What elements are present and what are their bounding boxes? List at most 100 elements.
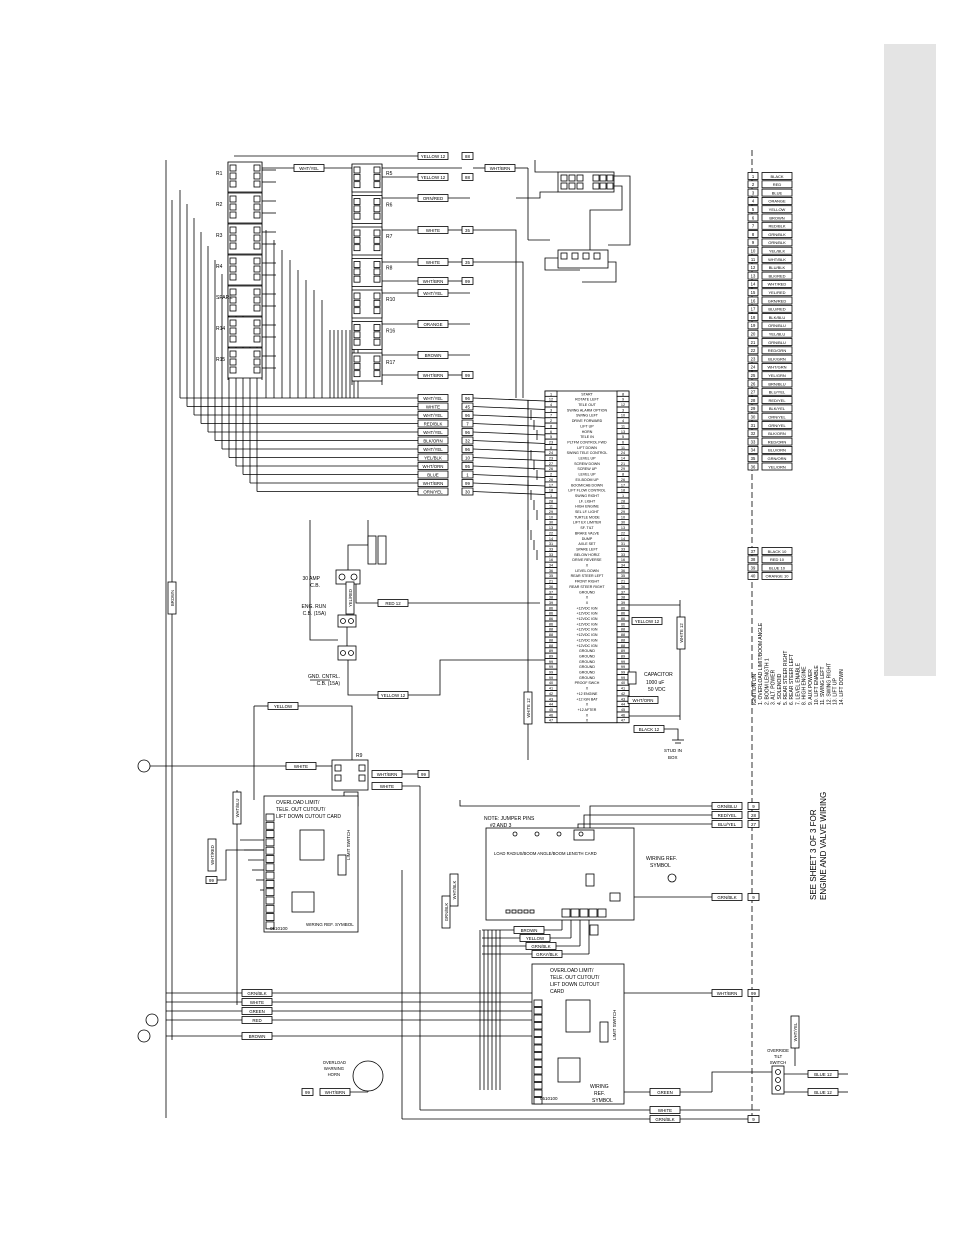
terminal-right-num: 33	[621, 553, 625, 557]
relay-left-pin	[229, 257, 237, 265]
card-ref: REF.	[594, 1091, 605, 1097]
wire-list-color-box	[761, 429, 793, 438]
wire	[298, 705, 353, 760]
wire-tag-bundle: ORN/YEL	[423, 489, 443, 494]
wire-tag-blue12: BLUE 12	[814, 1090, 832, 1095]
wire-list-color-box	[761, 213, 793, 222]
wire-tag-card2-box	[711, 989, 743, 997]
terminal-function: PROOF SWCH	[575, 681, 600, 685]
wire-list-color: GRN/RED	[768, 298, 787, 303]
relay-left-pin	[229, 226, 237, 234]
terminal-left-num: 45	[549, 708, 553, 712]
wire-list-color: BLK/ORN	[768, 431, 786, 436]
terminal-function: SEL LF. LIGHT	[575, 510, 600, 514]
wire-tag-bottom-box	[649, 1115, 681, 1123]
wire-list-color-box	[761, 329, 793, 338]
terminal-left-num: 26	[549, 467, 553, 471]
legend-line: 6. REAR STEER LEFT	[789, 654, 795, 705]
terminal-right-num: 8	[622, 473, 624, 477]
relay-left-pin	[229, 327, 237, 335]
card-ic	[291, 891, 315, 913]
terminal-left-num: 99	[549, 671, 553, 675]
relay-left-pin	[229, 211, 237, 219]
wire-list-num-box	[747, 421, 759, 429]
terminal-left-num: 7	[550, 414, 552, 418]
wire	[582, 261, 617, 283]
card-title: TELE. OUT CUTOUT/	[276, 807, 326, 813]
wire-list-color: BLU/BLK	[769, 265, 786, 270]
wire-list-color: ORN/BLU	[768, 323, 786, 328]
terminal-function: +12VDC IGN	[576, 617, 597, 621]
wire-list-num-box	[747, 354, 759, 363]
wire-tag-blue12-box	[807, 1070, 839, 1078]
wire-tag-lower-left-box	[241, 1032, 273, 1040]
wire-tag-yellow-box	[267, 702, 299, 710]
card-limit-label: LIMIT SWITCH	[346, 830, 351, 860]
terminal-right-num: 31	[621, 542, 625, 546]
wire-list-color-box	[761, 321, 793, 330]
load-card-pin	[511, 909, 517, 914]
wire-list-num: 34	[751, 448, 756, 453]
wire	[347, 520, 369, 570]
card-terminal	[533, 999, 543, 1007]
wire-tag-bundle: WHITE	[426, 404, 440, 409]
wire-number: 96	[465, 413, 470, 418]
relay-left-label: R3	[216, 233, 223, 239]
wire-tag-mid: ORANGE	[423, 322, 442, 327]
wire-tag-mid: WHT/BRN	[423, 373, 444, 378]
terminal-function: X	[586, 719, 589, 723]
relay-left-pin	[253, 203, 261, 211]
wire-list-color-box	[761, 288, 793, 297]
wire	[544, 257, 580, 271]
terminal-right-num: 10	[621, 515, 625, 519]
wire-tag-loadcard-box	[711, 820, 743, 828]
terminal-right-num: 88	[621, 628, 625, 632]
wire-list-color: ORANGE 10	[766, 574, 790, 579]
terminal-right-num: 13	[621, 526, 625, 530]
terminal-function: X	[586, 601, 589, 605]
note-label: NOTE: JUMPER PINS	[484, 816, 535, 822]
wire-list-num-box	[747, 238, 759, 247]
wire-list-color: BLUE 10	[769, 565, 786, 570]
terminal-left-num: 5	[550, 435, 552, 439]
wire-list-color-box	[761, 354, 793, 363]
relay-mid-pin	[353, 181, 361, 189]
card-part: 0510100	[270, 926, 288, 931]
breaker-label: ENG. RUN	[302, 604, 327, 610]
card-terminal	[265, 821, 275, 830]
vertical-wire-tag: WHT/RED	[210, 845, 215, 865]
relay-mid-pin	[373, 331, 381, 339]
wire-tag-bundle: WHT/YEL	[423, 447, 443, 452]
wire-list-num: 22	[751, 348, 756, 353]
wire-tag-r9: WHITE	[380, 784, 394, 789]
card-terminal	[533, 1052, 543, 1060]
terminal-right-num: 21	[621, 462, 625, 466]
wire-list-num-box	[747, 304, 759, 313]
relay-mid-pin	[373, 261, 381, 268]
connector-pin	[593, 252, 601, 260]
relay-left-pin	[229, 358, 237, 366]
load-card-hole	[512, 831, 518, 837]
relay-mid-pin	[373, 229, 381, 237]
wire-tag-bundle: WHT/YEL	[423, 430, 443, 435]
vertical-tag-box	[377, 535, 387, 565]
terminal-function: +12VDC IGN	[576, 628, 597, 632]
relay-mid-pin	[353, 173, 361, 181]
connector-pin	[606, 182, 614, 190]
wire-tag-horn: WHT/BRN	[325, 1090, 346, 1095]
wire-number: 32	[465, 438, 470, 443]
terminal-right-num: 88	[621, 644, 625, 648]
wire-list-num-box	[747, 329, 759, 338]
card-title: OVERLOAD LIMIT/	[550, 968, 594, 974]
wire-tag-red12: RED 12	[385, 601, 401, 606]
wire-list-color: YEL/BLK	[769, 249, 786, 254]
terminal-right-num: 6	[622, 440, 624, 444]
wire-tag-blue12-box	[807, 1088, 839, 1096]
wire-number: 99	[465, 373, 470, 378]
terminal-function: +12VDC IGN	[576, 644, 597, 648]
terminal-right-num: 9	[622, 398, 624, 402]
terminal-function: EX-BOOM UP	[576, 478, 600, 482]
wire-list-num: 18	[751, 315, 756, 320]
terminal-function: GROUND	[579, 665, 595, 669]
wire-list-color: YEL/GRN	[768, 373, 786, 378]
